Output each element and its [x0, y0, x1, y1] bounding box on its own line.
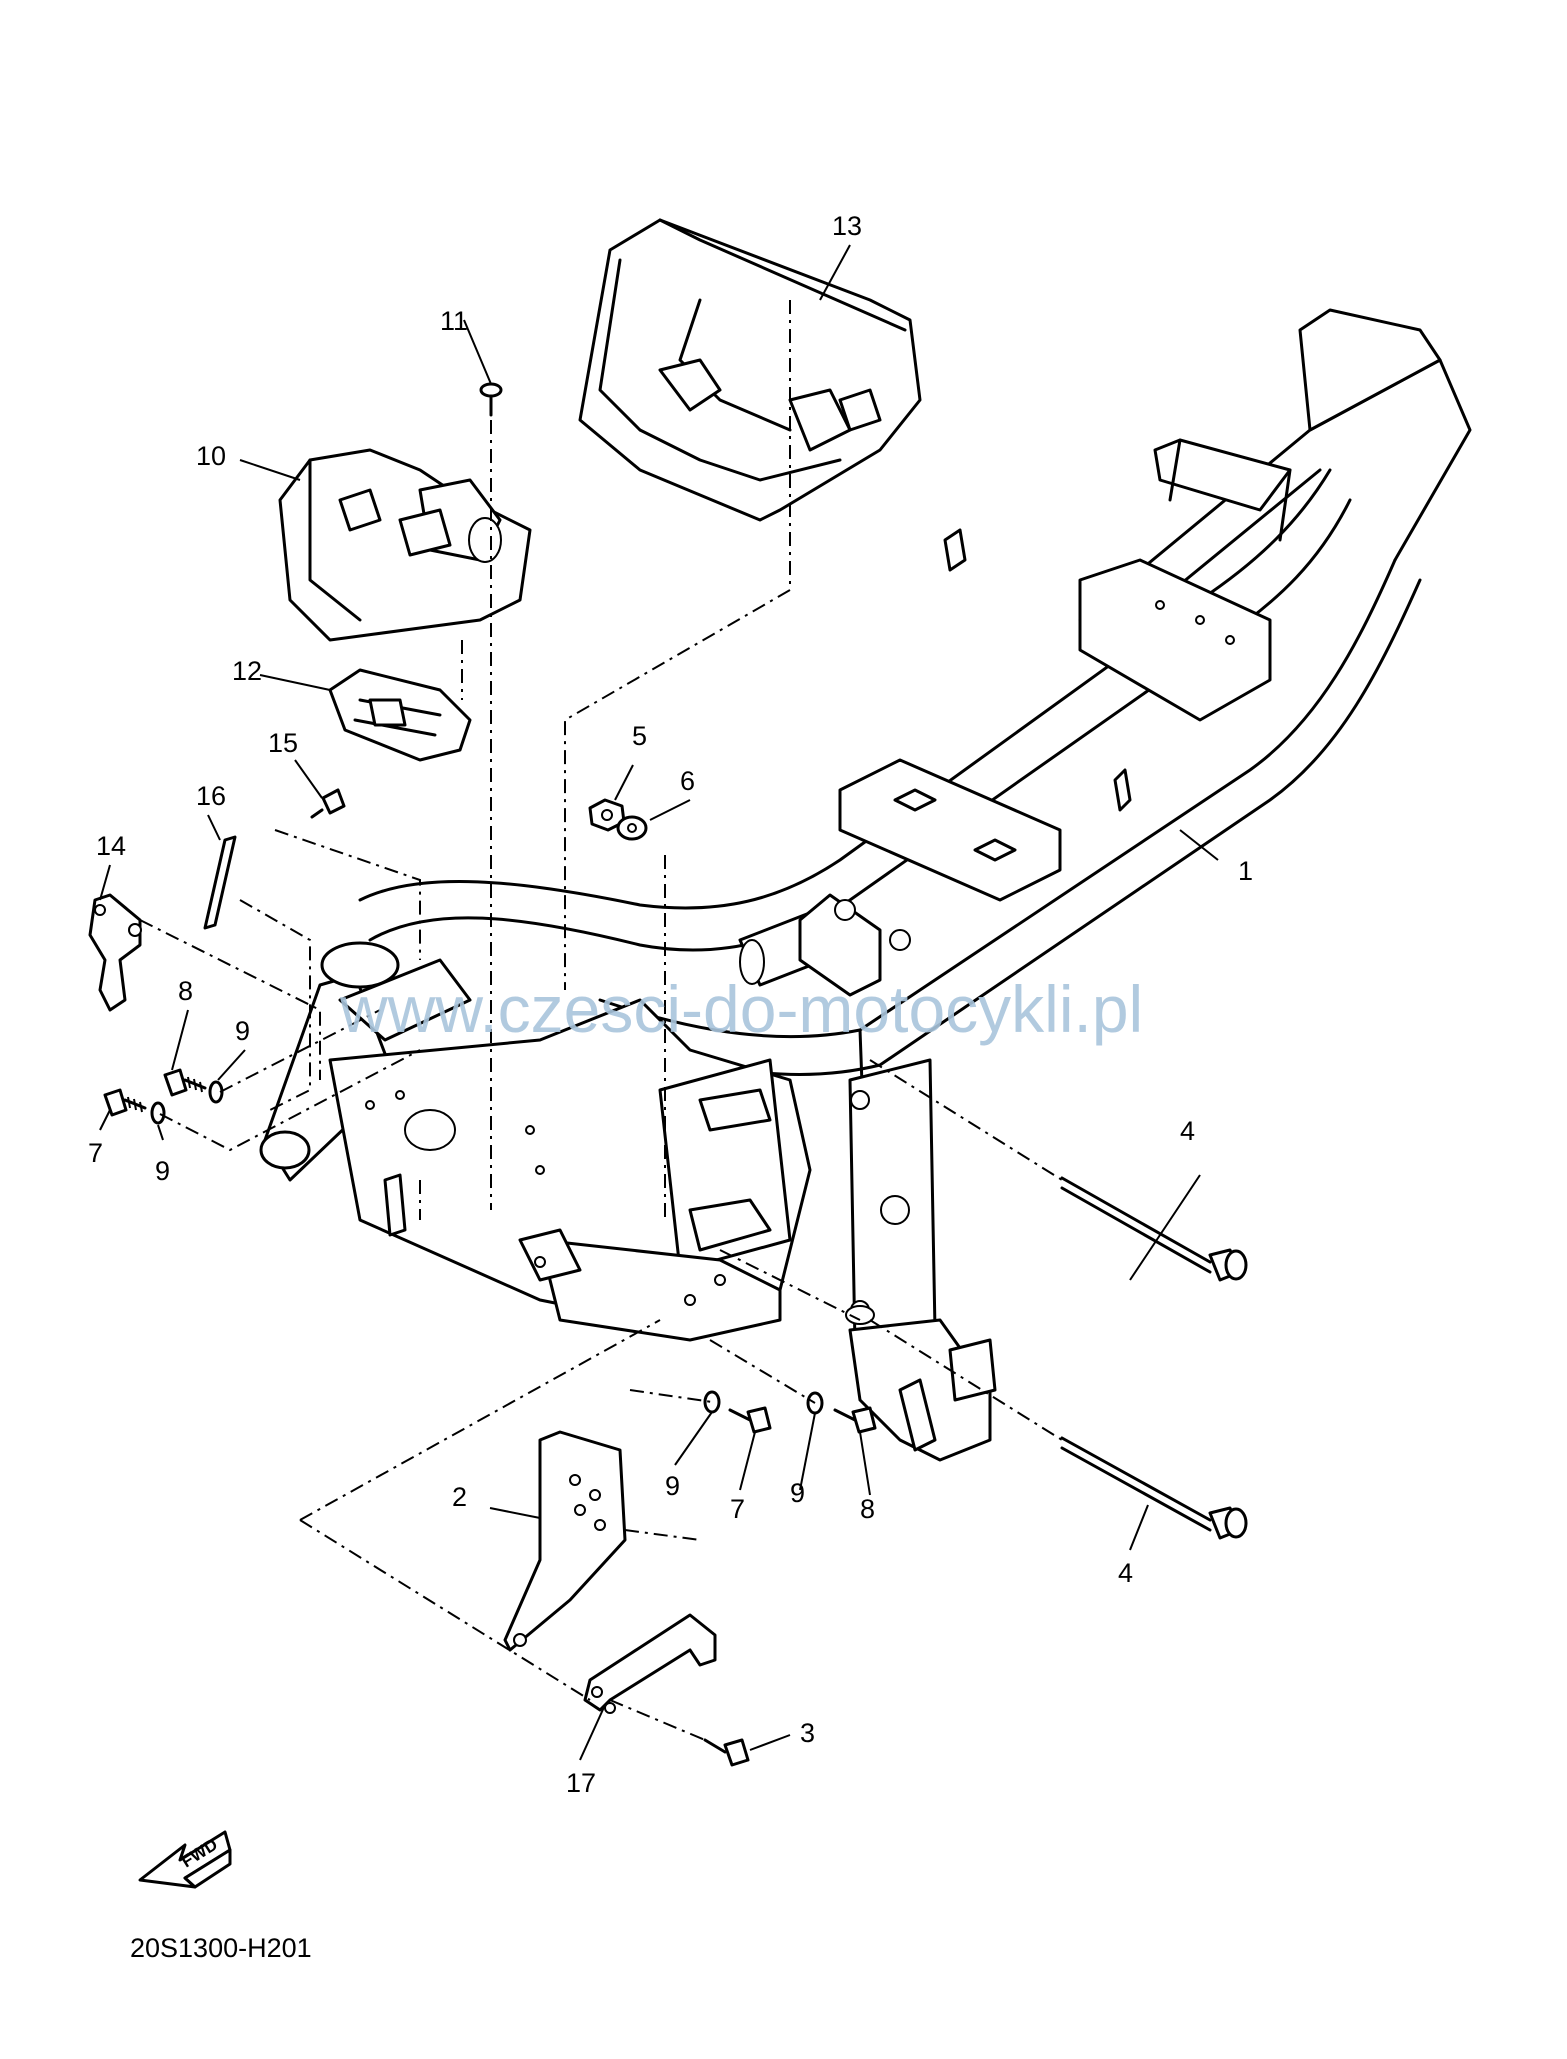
- part-10-box: [278, 448, 532, 642]
- fwd-arrow-icon: FWD: [138, 1830, 232, 1889]
- part-13-upper-cover: [578, 218, 922, 522]
- part-4-bolt-upper: [1060, 1176, 1248, 1282]
- callout-7-left: 7: [88, 1138, 103, 1168]
- callout-4-upper: 4: [1180, 1116, 1195, 1146]
- part-7-bolt-lower: [728, 1406, 772, 1434]
- part-12-holder: [328, 668, 472, 762]
- part-5-nut: [588, 798, 626, 832]
- assembly-lines: [139, 300, 1063, 1741]
- callout-4-lower: 4: [1118, 1558, 1133, 1588]
- callout-9-lower-b: 9: [790, 1478, 805, 1508]
- part-9-washer-left-b: [150, 1101, 166, 1125]
- callout-7-lower: 7: [730, 1494, 745, 1524]
- callout-12: 12: [232, 656, 262, 686]
- callout-13: 13: [832, 211, 862, 241]
- callout-2: 2: [452, 1482, 467, 1512]
- callout-15: 15: [268, 728, 298, 758]
- part-7-bolt-left: [103, 1088, 147, 1117]
- part-17-bracket: [583, 1613, 717, 1714]
- callout-3: 3: [800, 1718, 815, 1748]
- part-2-plate: [503, 1430, 627, 1652]
- part-8-bolt-lower: [833, 1406, 877, 1434]
- part-11-clip: [479, 382, 503, 417]
- callout-5: 5: [632, 721, 647, 751]
- watermark-text: www.czesci-do-motocykli.pl: [339, 972, 1143, 1046]
- part-14-bracket: [88, 893, 142, 1012]
- callout-8-lower: 8: [860, 1494, 875, 1524]
- callout-9-left-b: 9: [155, 1156, 170, 1186]
- callout-9-left-a: 9: [235, 1016, 250, 1046]
- part-4-bolt-lower: [1060, 1436, 1248, 1540]
- leader-lines: [99, 244, 1219, 1761]
- callout-11: 11: [440, 306, 468, 336]
- callout-17: 17: [566, 1768, 596, 1798]
- callout-16: 16: [196, 781, 226, 811]
- part-6-washer: [616, 815, 648, 841]
- callout-9-lower-a: 9: [665, 1471, 680, 1501]
- diagram-code: 20S1300-H201: [130, 1933, 312, 1963]
- callout-8-left: 8: [178, 976, 193, 1006]
- callout-labels: 1 2 3 4 4 5 6 7 7 8 8 9 9 9 9 10 11 12 1…: [88, 211, 1253, 1798]
- callout-6: 6: [680, 766, 695, 796]
- callout-1: 1: [1238, 856, 1253, 886]
- part-3-bolt: [703, 1738, 750, 1767]
- callout-14: 14: [96, 831, 126, 861]
- part-8-bolt-left: [163, 1068, 207, 1097]
- main-frame: [259, 308, 1472, 1462]
- part-15-bolt: [310, 788, 346, 819]
- callout-10: 10: [196, 441, 226, 471]
- part-16-strip: [203, 835, 237, 930]
